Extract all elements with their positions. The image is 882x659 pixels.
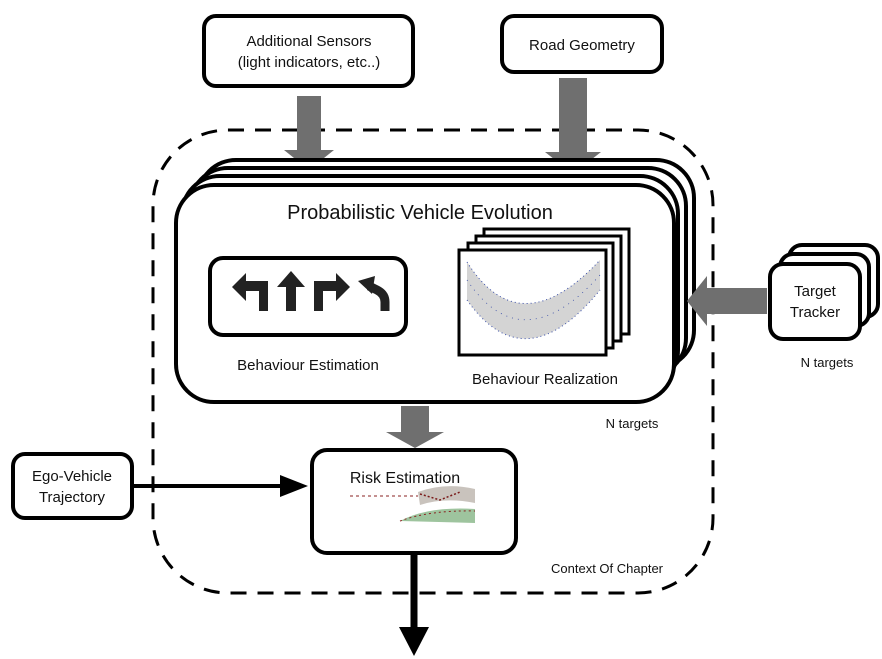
target-tracker-n-targets-label: N targets bbox=[801, 355, 854, 370]
target-tracker-box bbox=[768, 262, 862, 341]
ego-vehicle-trajectory-label-line1: Ego-Vehicle bbox=[32, 468, 112, 485]
behaviour-realization-label: Behaviour Realization bbox=[472, 371, 618, 388]
curve-left-arrow-icon bbox=[358, 276, 390, 311]
evolution-to-risk-arrow bbox=[386, 406, 444, 448]
additional-sensors-label-line1: Additional Sensors bbox=[246, 33, 371, 50]
sensors-to-evolution-arrow bbox=[284, 96, 334, 170]
tracker-to-evolution-arrow bbox=[687, 276, 767, 326]
road-geometry-box bbox=[500, 14, 664, 74]
behaviour-estimation-icons-panel bbox=[208, 256, 408, 337]
target-tracker-label-line2: Tracker bbox=[790, 304, 840, 321]
target-tracker-label-line1: Target bbox=[794, 283, 837, 300]
ego-to-risk-arrow bbox=[134, 475, 308, 497]
road-geometry-label: Road Geometry bbox=[529, 37, 635, 54]
context-of-chapter-label: Context Of Chapter bbox=[551, 561, 664, 576]
trajectory-distribution-plot bbox=[466, 259, 601, 339]
turn-right-arrow-icon bbox=[314, 273, 350, 311]
ego-vehicle-trajectory-label-line2: Trajectory bbox=[39, 489, 106, 506]
ego-vehicle-trajectory-box bbox=[11, 452, 134, 520]
risk-overlap-plot bbox=[350, 486, 476, 523]
behaviour-estimation-label: Behaviour Estimation bbox=[237, 357, 379, 374]
context-n-targets-label: N targets bbox=[606, 416, 659, 431]
turn-left-arrow-icon bbox=[232, 273, 268, 311]
risk-output-arrow bbox=[399, 555, 429, 656]
risk-estimation-label: Risk Estimation bbox=[350, 470, 460, 487]
additional-sensors-label-line2: (light indicators, etc..) bbox=[238, 54, 381, 71]
probabilistic-vehicle-evolution-title: Probabilistic Vehicle Evolution bbox=[287, 202, 553, 224]
additional-sensors-box bbox=[202, 14, 415, 88]
context-boundary bbox=[151, 128, 715, 595]
straight-arrow-icon bbox=[277, 271, 305, 311]
risk-estimation-box bbox=[310, 448, 518, 555]
